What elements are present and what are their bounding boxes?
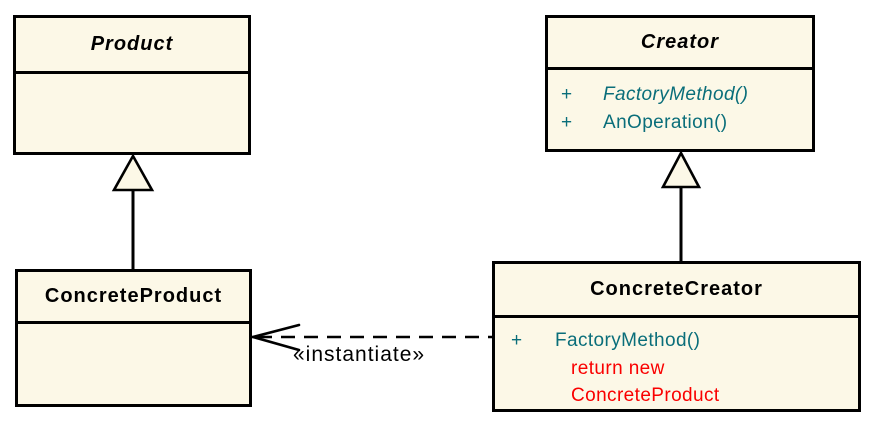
product-class-name: Product (16, 18, 248, 74)
hollow-triangle-icon (660, 150, 702, 189)
hollow-triangle-icon (111, 153, 155, 192)
creator-class-name: Creator (548, 18, 812, 70)
creator-class-box: Creator + FactoryMethod() + AnOperation(… (545, 15, 815, 152)
concrete-creator-class-body: + FactoryMethod() return new ConcretePro… (495, 318, 858, 409)
concrete-creator-class-name: ConcreteCreator (495, 264, 858, 318)
product-class-box: Product (13, 15, 251, 155)
return-new-note-line-1: return new (571, 358, 665, 379)
visibility-plus: + (561, 112, 573, 133)
concrete-creator-class-box: ConcreteCreator + FactoryMethod() return… (492, 261, 861, 412)
generalization-arrow-product (111, 153, 155, 269)
method-label: FactoryMethod() (603, 84, 749, 105)
visibility-plus: + (561, 84, 573, 105)
visibility-plus: + (511, 330, 523, 351)
method-label: FactoryMethod() (555, 330, 701, 351)
creator-method-anoperation: + AnOperation() (561, 109, 812, 137)
concrete-creator-method-factorymethod: + FactoryMethod() (511, 327, 858, 355)
concrete-product-class-name: ConcreteProduct (18, 272, 249, 324)
return-new-note-line-2: ConcreteProduct (571, 385, 720, 406)
instantiate-dependency-label: «instantiate» (293, 343, 426, 366)
concrete-product-class-box: ConcreteProduct (15, 269, 252, 407)
generalization-arrow-creator (660, 150, 702, 262)
creator-class-body: + FactoryMethod() + AnOperation() (548, 70, 812, 137)
method-label: AnOperation() (603, 112, 728, 133)
creator-method-factorymethod: + FactoryMethod() (561, 81, 812, 109)
